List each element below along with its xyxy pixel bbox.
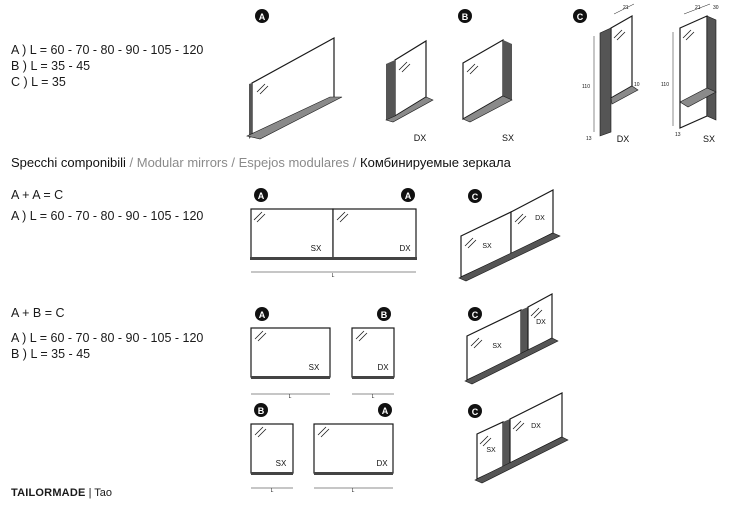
spec-c-top: C ) L = 35 <box>11 75 66 89</box>
badge-a-top <box>255 9 269 23</box>
badge-a-s2-2 <box>378 403 392 417</box>
label-c-dx: DX <box>617 134 630 144</box>
label-s2-2-sx: SX <box>276 459 287 468</box>
badge-b-top-label: B <box>462 12 469 22</box>
label-s2c1-dx: DX <box>536 319 546 326</box>
badge-b-top <box>458 9 472 23</box>
dim-s1-width: L <box>332 273 335 279</box>
badge-b-s2-2 <box>254 403 268 417</box>
label-s2c2-sx: SX <box>486 447 496 454</box>
badge-a-s1-right-label: A <box>405 191 412 201</box>
drawing-a-plus-b-front-2: B A SX DX L L <box>250 403 394 494</box>
dim-c-sx-height: 110 <box>661 82 669 88</box>
label-s2c2-dx: DX <box>531 423 541 430</box>
badge-c-s2-1 <box>468 307 482 321</box>
dim-s2-2-width-b: L <box>271 488 274 494</box>
badge-a-s1-right <box>401 188 415 202</box>
label-s1c-dx: DX <box>535 215 545 222</box>
badge-b-s2-1 <box>377 307 391 321</box>
spec-b-section2: B ) L = 35 - 45 <box>11 347 91 361</box>
heading-italian: Specchi componibili <box>11 155 126 170</box>
badge-b-s2-1-label: B <box>381 310 388 320</box>
formula-a-b-c: A + B = C <box>11 306 65 320</box>
spec-a-section2: A ) L = 60 - 70 - 80 - 90 - 105 - 120 <box>11 331 204 345</box>
dim-c-dx-depth: 21 <box>623 5 629 11</box>
label-s2-2-dx: DX <box>376 459 388 468</box>
heading-russian: Комбинируемые зеркала <box>360 155 511 170</box>
badge-c-s1-label: C <box>472 192 479 202</box>
dim-s2-2-width-a: L <box>352 488 355 494</box>
heading-sep-3: / <box>349 155 361 170</box>
footer: TAILORMADE | Tao <box>11 487 112 499</box>
spec-a-top: A ) L = 60 - 70 - 80 - 90 - 105 - 120 <box>11 43 204 57</box>
badge-c-s1 <box>468 189 482 203</box>
label-s2-1-sx: SX <box>309 363 320 372</box>
drawing-a-plus-b-combined-1: C SX DX <box>464 292 559 385</box>
badge-a-top-label: A <box>259 12 266 22</box>
label-s2c1-sx: SX <box>492 343 502 350</box>
drawing-b-dx: DX <box>385 39 434 143</box>
badge-c-s2-2-label: C <box>472 407 479 417</box>
dim-c-sx-depth: 21 <box>695 5 701 11</box>
label-s1-dx: DX <box>399 244 411 253</box>
heading-spanish: Espejos modulares <box>238 155 350 170</box>
dim-c-dx-base: 13 <box>586 136 592 142</box>
badge-a-s2-1 <box>255 307 269 321</box>
badge-a-s1-left <box>254 188 268 202</box>
section-heading: Specchi componibili / Modular mirrors / … <box>11 155 511 170</box>
badge-a-s2-1-label: A <box>259 310 266 320</box>
heading-english: Modular mirrors <box>136 155 228 170</box>
label-s1c-sx: SX <box>482 243 492 250</box>
badge-c-s2-2 <box>468 404 482 418</box>
footer-brand: TAILORMADE <box>11 487 86 499</box>
heading-sep-2: / <box>227 155 239 170</box>
spec-a-section1: A ) L = 60 - 70 - 80 - 90 - 105 - 120 <box>11 209 204 223</box>
dim-c-dx-height: 110 <box>582 84 590 90</box>
dim-s2-1-width-b: L <box>372 394 375 400</box>
label-b-sx: SX <box>502 133 514 143</box>
drawing-a-plus-a-combined: C SX DX <box>458 189 561 282</box>
drawing-c-dx: C 21 110 10 13 DX <box>573 3 640 144</box>
badge-c-top-label: C <box>577 12 584 22</box>
drawing-c-sx: 21 30 110 13 SX <box>661 3 719 144</box>
drawing-a-plus-b-front-1: A B SX DX L L <box>250 307 395 400</box>
heading-sep-1: / <box>125 155 137 170</box>
badge-a-s1-left-label: A <box>258 191 265 201</box>
label-s2-1-dx: DX <box>377 363 389 372</box>
formula-a-a-c: A + A = C <box>11 188 64 202</box>
label-b-dx: DX <box>414 133 427 143</box>
badge-c-s2-1-label: C <box>472 310 479 320</box>
badge-a-s2-2-label: A <box>382 406 389 416</box>
dim-c-sx-top: 30 <box>713 5 719 11</box>
dim-c-sx-base: 13 <box>675 132 681 138</box>
badge-c-top <box>573 9 587 23</box>
drawing-a-plus-a-front: A A SX DX L <box>250 188 417 279</box>
drawing-b-sx: B SX <box>458 9 514 143</box>
spec-b-top: B ) L = 35 - 45 <box>11 59 91 73</box>
drawing-a-wide-mirror: A <box>246 9 343 140</box>
dim-s2-1-width-a: L <box>289 394 292 400</box>
badge-b-s2-2-label: B <box>258 406 265 416</box>
footer-separator: | <box>85 487 95 499</box>
footer-model: Tao <box>94 487 113 499</box>
drawing-a-plus-b-combined-2: C SX DX <box>468 392 569 484</box>
dim-c-dx-shelf: 10 <box>634 82 640 88</box>
label-s1-sx: SX <box>311 244 322 253</box>
label-c-sx: SX <box>703 134 715 144</box>
